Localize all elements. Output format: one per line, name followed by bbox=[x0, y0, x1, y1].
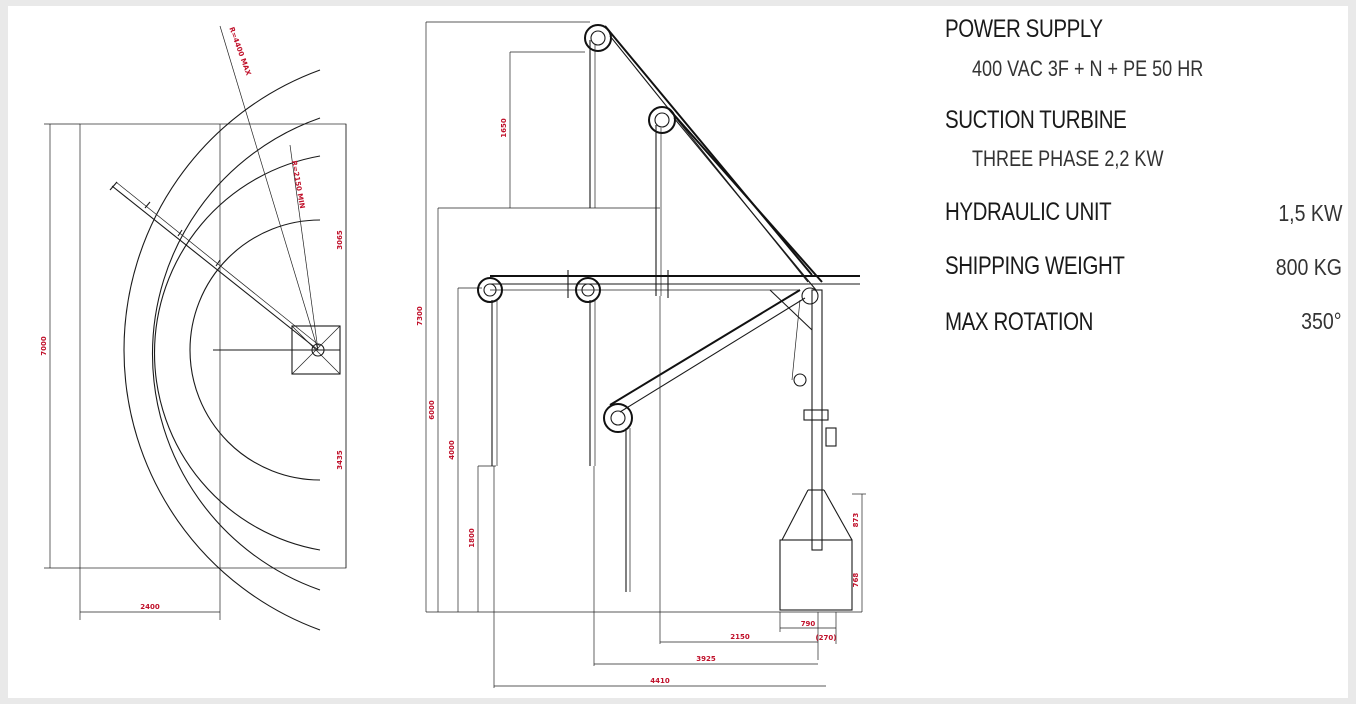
dim-768: 768 bbox=[852, 573, 860, 588]
suction-turbine-value: THREE PHASE 2,2 KW bbox=[972, 146, 1164, 171]
dim-2150: 2150 bbox=[730, 633, 750, 641]
dim-radius-min: R=2150 MIN bbox=[290, 160, 306, 209]
dim-6000: 6000 bbox=[428, 400, 436, 420]
hydraulic-unit-value: 1,5 KW bbox=[1277, 200, 1342, 226]
dim-1800: 1800 bbox=[468, 528, 476, 548]
dim-873: 873 bbox=[852, 513, 860, 528]
horizontal-boom-pulley-2 bbox=[575, 277, 601, 303]
radius-min-line bbox=[289, 144, 319, 351]
hydraulic-unit-label: HYDRAULIC UNIT bbox=[945, 198, 1112, 226]
max-rotation-value: 350° bbox=[1301, 308, 1342, 334]
shipping-weight-value: 800 KG bbox=[1275, 254, 1342, 280]
plan-view: 7000 2400 3065 3435 R=4400 MAX R=2150 MI… bbox=[40, 25, 347, 631]
max-rotation-label: MAX ROTATION bbox=[945, 308, 1094, 336]
reach-arc-outer bbox=[123, 69, 321, 631]
power-supply-value: 400 VAC 3F + N + PE 50 HR bbox=[972, 56, 1204, 81]
dim-4000: 4000 bbox=[448, 440, 456, 460]
base-unit bbox=[779, 539, 853, 611]
dim-plan-width: 2400 bbox=[140, 603, 160, 611]
dim-790: 790 bbox=[801, 620, 816, 628]
reach-arc-3 bbox=[153, 155, 321, 551]
reach-arc-2 bbox=[152, 117, 321, 591]
dim-3925: 3925 bbox=[696, 655, 716, 663]
dim-plan-lower: 3435 bbox=[336, 450, 344, 470]
reach-arc-inner bbox=[189, 219, 321, 481]
plan-base bbox=[291, 325, 341, 375]
suction-turbine-label: SUCTION TURBINE bbox=[945, 106, 1127, 134]
radius-max-line bbox=[219, 25, 319, 351]
plan-boom-line bbox=[111, 185, 319, 351]
second-boom-arm bbox=[667, 107, 823, 283]
dim-4410: 4410 bbox=[650, 677, 670, 685]
dim-270: (270) bbox=[815, 634, 836, 642]
shipping-weight-label: SHIPPING WEIGHT bbox=[945, 252, 1125, 280]
dim-plan-height: 7000 bbox=[40, 336, 48, 356]
lower-boom-pulley bbox=[603, 403, 633, 433]
horizontal-boom-pulley-1 bbox=[477, 277, 503, 303]
dim-upper-reach: 1650 bbox=[500, 118, 508, 138]
power-supply-label: POWER SUPPLY bbox=[945, 15, 1103, 43]
lower-boom-arm bbox=[609, 289, 801, 406]
dim-plan-upper: 3065 bbox=[336, 230, 344, 250]
dim-radius-max: R=4400 MAX bbox=[227, 26, 252, 77]
side-view: 7300 1650 6000 4000 1800 bbox=[416, 21, 866, 688]
dim-total-height: 7300 bbox=[416, 306, 424, 326]
top-boom-arm bbox=[604, 25, 813, 276]
